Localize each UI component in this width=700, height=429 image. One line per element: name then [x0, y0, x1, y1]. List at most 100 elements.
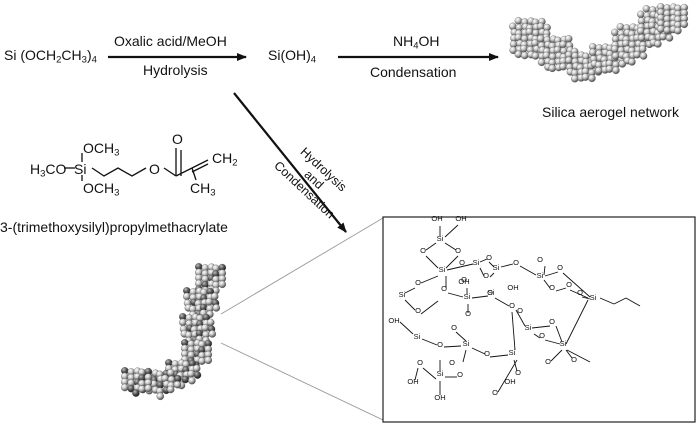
silica-particle [637, 34, 646, 42]
network-atom-si: Si [437, 369, 444, 378]
network-atom-oh: OH [458, 277, 469, 286]
network-bond [404, 287, 416, 294]
silica-particle [588, 74, 596, 83]
network-atom-si: Si [437, 234, 444, 243]
atom-och3-bottom: OCH3 [83, 180, 120, 199]
network-atom-o: O [415, 306, 421, 315]
network-atom-si: Si [399, 290, 406, 299]
silica-particle [548, 64, 557, 73]
zoom-line-bottom [220, 342, 384, 421]
step1-process: Hydrolysis [143, 62, 208, 78]
network-bond [515, 309, 526, 327]
network-atom-o: O [566, 280, 572, 289]
network-bond [562, 272, 591, 298]
network-atom-si: Si [464, 292, 471, 301]
network-atom-o: O [486, 253, 492, 262]
network-bond [399, 321, 414, 335]
network-bond [533, 333, 541, 339]
silica-particle [565, 56, 573, 65]
atom-carbonyl-oxygen: O [172, 131, 183, 147]
network-atom-o: O [457, 370, 463, 379]
network-atom-o: O [420, 246, 426, 255]
silica-particle [206, 318, 215, 327]
network-atom-o: O [517, 306, 523, 315]
network-bond [531, 325, 551, 329]
network-bond [404, 299, 416, 311]
silica-particle [605, 65, 614, 73]
network-bond [425, 255, 439, 269]
silica-particle [531, 52, 540, 60]
network-bond [479, 267, 485, 277]
network-bond [446, 263, 474, 271]
network-bond [420, 300, 439, 315]
silica-particle [179, 318, 187, 327]
silica-particle [665, 34, 674, 42]
silica-particle [628, 58, 636, 66]
network-atom-o: O [455, 246, 461, 255]
network-bond [569, 289, 589, 299]
zoom-line-top [220, 217, 384, 315]
silica-particle [654, 40, 662, 48]
network-bond [565, 349, 573, 359]
network-bond [544, 271, 559, 277]
network-bond [555, 287, 567, 292]
step2-process: Condensation [370, 64, 457, 80]
network-bond [544, 339, 561, 345]
network-atom-o: O [549, 283, 555, 292]
network-bond [445, 255, 459, 269]
silica-particle [612, 66, 620, 75]
silica-aerogel-cluster [509, 3, 689, 83]
silica-particle [611, 52, 620, 60]
silica-particle [611, 28, 619, 37]
silica-particle [173, 380, 182, 389]
atom-ester-oxygen: O [149, 161, 160, 177]
network-bond [489, 272, 495, 278]
network-atom-o: O [415, 278, 421, 287]
network-bond [519, 265, 537, 276]
network-atom-o: O [545, 357, 551, 366]
silica-particle [674, 26, 682, 35]
network-atom-o: O [449, 358, 455, 367]
step1-reagent: Oxalic acid/MeOH [114, 33, 227, 49]
atom-si: Si [74, 161, 87, 177]
silica-particle [193, 371, 202, 379]
silica-particle [201, 324, 209, 332]
silica-particle [611, 45, 619, 53]
network-atom-o: O [459, 258, 465, 267]
silica-particle [156, 392, 165, 401]
silica-particle [616, 23, 625, 31]
network-inset-box [382, 216, 696, 423]
silica-particle [595, 66, 603, 75]
silica-particle [639, 52, 648, 60]
network-atom-o: O [487, 288, 493, 297]
silica-particle [181, 375, 190, 384]
network-atom-o: O [509, 301, 515, 310]
silica-particle [144, 384, 153, 393]
silica-particle [663, 26, 671, 35]
silica-particle [537, 35, 545, 43]
atom-och3-top: OCH3 [83, 140, 120, 159]
silica-particle [132, 389, 140, 397]
network-atom-o: O [465, 309, 471, 318]
silica-particle [212, 304, 221, 312]
silica-particle [166, 369, 175, 377]
network-atom-o: O [571, 355, 577, 364]
network-atom-si: Si [509, 348, 516, 357]
silica-particle [637, 27, 645, 35]
network-bond [422, 367, 437, 380]
arrow-hydrolysis-condensation [233, 92, 347, 233]
network-bond [555, 325, 563, 343]
modifier-structure [64, 148, 209, 181]
network-atom-si: Si [493, 263, 500, 272]
network-bond [543, 279, 551, 289]
network-atom-o: O [492, 388, 498, 397]
silica-particle [138, 385, 146, 393]
silica-particle [581, 73, 590, 81]
network-atom-o: O [539, 331, 545, 340]
silica-particle [559, 40, 567, 49]
silica-particle [659, 32, 667, 41]
silica-particle [520, 51, 529, 60]
network-bond [565, 299, 589, 345]
reactant-teos: Si (OCH2CH3)4 [4, 47, 97, 66]
